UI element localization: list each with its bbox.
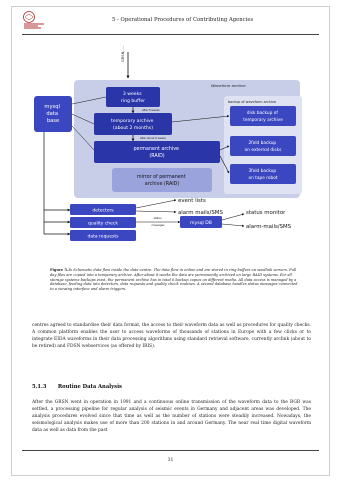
mysql-db-bottom-label: mysql DB [190, 220, 212, 226]
mysql-db-bottom-box [180, 216, 222, 228]
detectors-to-alarms [135, 210, 177, 214]
alarm-mails-label-1: alarm mails/SMS [178, 210, 223, 216]
ring-buffer-box [106, 87, 160, 107]
detectors-label: detectors [92, 208, 114, 214]
quality-check-box [70, 217, 136, 228]
source-label: GRSN, ... [121, 46, 125, 62]
quality-check-label: quality check [88, 221, 118, 227]
permanent-archive-box [94, 141, 220, 163]
data-flow-diagram: GRSN, ... Waveform archive mysql data ba… [34, 46, 302, 241]
permanent-archive-label: permanent archive (RAID) [133, 146, 180, 159]
section-heading: 5.1.3 Routine Data Analysis [32, 384, 122, 390]
mysql-database-label: mysql data base [44, 104, 61, 124]
db-link-2 [71, 113, 95, 125]
header-rule [22, 34, 319, 35]
caption-label: Figure 5.3: [50, 268, 73, 272]
disk-backup-label: disk backup of temporary archive [243, 110, 283, 123]
tape-robot-label: 3fold backup on tape robot [248, 168, 277, 181]
data-requests-box [70, 230, 136, 241]
db-link-3 [71, 125, 95, 151]
mysqldb-to-alarms [221, 223, 245, 228]
temporary-archive-label: temporary archive (about 2 months) [111, 118, 155, 131]
paragraph-1: centres agreed to standardise their data… [32, 323, 311, 350]
alarm-mails-label-2: alarm-mails/SMS [246, 224, 292, 230]
mirror-archive-label: mirror of permanent archive (RAID) [137, 174, 187, 187]
arrow-perm-to-ext [219, 145, 230, 151]
mysqldb-to-monitor [221, 213, 245, 221]
disk-backup-box [230, 106, 296, 126]
header-title: 5 - Operational Procedures of Contributi… [112, 17, 254, 23]
page-header: 5 - Operational Procedures of Contributi… [0, 0, 341, 40]
external-disks-label: 2fold backup on external disks [245, 140, 282, 153]
section-title: Routine Data Analysis [57, 384, 122, 390]
data-requests-label: data requests [87, 234, 119, 240]
mirror-archive-box [112, 168, 212, 192]
temporary-archive-box [94, 113, 172, 135]
external-disks-box [230, 136, 296, 156]
event-lists-label: event lists [178, 198, 206, 204]
footer-rule [22, 450, 319, 451]
caption-text: Schematic data flow inside the data cent… [50, 268, 298, 292]
institution-logo [23, 11, 44, 29]
detectors-to-eventlists [135, 199, 177, 209]
db-link-1 [71, 96, 107, 105]
status-monitor-label: status monitor [246, 210, 286, 216]
paragraph-2: After the GRSN went in operation in 1991… [32, 400, 311, 434]
page-number: 31 [167, 458, 174, 463]
tape-robot-box [230, 164, 296, 184]
mysql-database-box [34, 96, 72, 132]
detectors-box [70, 204, 136, 215]
backup-title: backup of waveform archive [228, 100, 276, 104]
ring-buffer-label: 3 weeks ring buffer [121, 91, 145, 104]
arrow-8weeks-label: after 8 weeks [142, 108, 160, 112]
figure-caption: Figure 5.3: Schematic data flow inside t… [50, 268, 299, 292]
status-messages-label: status messages [151, 216, 165, 227]
arrow-temp-to-disk [171, 115, 230, 123]
arrow-6weeks-label: after about 6 weeks [140, 136, 167, 140]
arrow-perm-to-tape [219, 155, 230, 174]
waveform-archive-label: Waveform archive [211, 83, 246, 88]
section-number: 5.1.3 [32, 384, 47, 390]
